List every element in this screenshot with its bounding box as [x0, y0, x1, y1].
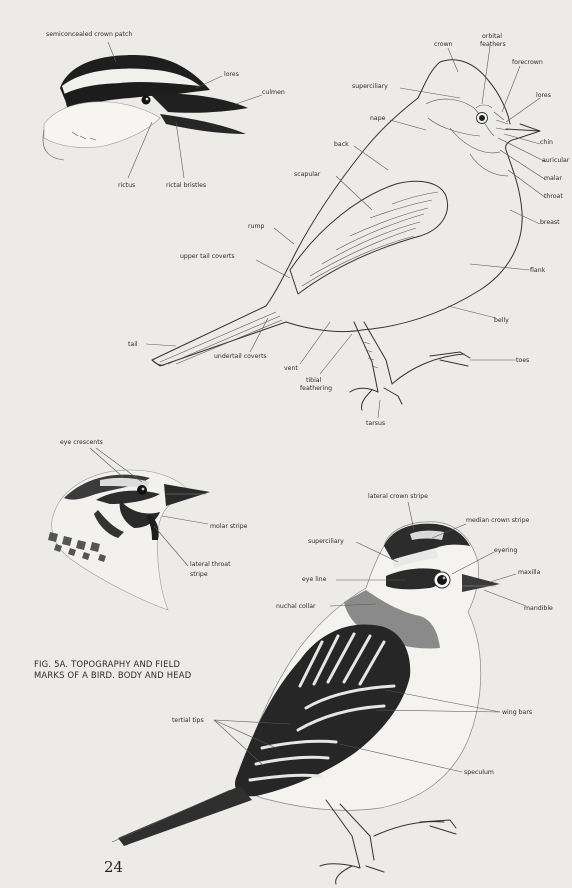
- head-closeup-illustration: [43, 55, 248, 160]
- label-nape: nape: [370, 115, 386, 122]
- label-flank: flank: [530, 267, 546, 274]
- label-eyering: eyering: [494, 547, 517, 554]
- label-speculum: speculum: [464, 769, 494, 776]
- small-head-illustration: [48, 470, 210, 610]
- label-superciliary-bottom: superciliary: [308, 538, 344, 545]
- label-lateral-throat-stripe-2: stripe: [190, 571, 208, 578]
- label-upper-tail-coverts: upper tail coverts: [180, 253, 235, 260]
- label-belly: belly: [494, 317, 509, 324]
- label-undertail-coverts: undertail coverts: [214, 353, 267, 360]
- label-tertial-tips: tertial tips: [172, 717, 204, 724]
- page-number: 24: [104, 858, 123, 876]
- label-maxilla: maxilla: [518, 569, 541, 576]
- label-breast: breast: [540, 219, 560, 226]
- body-topography-labels: crown orbital feathers forecrown lores c…: [128, 33, 570, 427]
- label-orbital-feathers-2: feathers: [480, 41, 506, 48]
- sparrow-topography-illustration: [152, 60, 540, 410]
- label-back: back: [334, 141, 349, 148]
- label-lateral-throat-stripe-1: lateral throat: [190, 561, 231, 568]
- label-vent: vent: [284, 365, 298, 372]
- label-wing-bars: wing bars: [502, 709, 532, 716]
- label-throat: throat: [544, 193, 563, 200]
- label-culmen: culmen: [262, 89, 285, 96]
- label-molar-stripe: molar stripe: [210, 523, 248, 530]
- label-lateral-crown-stripe: lateral crown stripe: [368, 493, 428, 500]
- label-crown: crown: [434, 41, 453, 48]
- label-mandible: mandible: [524, 605, 553, 612]
- label-rump: rump: [248, 223, 264, 230]
- label-rictus: rictus: [118, 182, 135, 189]
- label-tarsus: tarsus: [366, 420, 385, 427]
- label-eye-crescents: eye crescents: [60, 439, 103, 446]
- label-tibial-feathering-2: feathering: [300, 385, 332, 392]
- label-lores: lores: [536, 92, 551, 99]
- label-rictal-bristles: rictal bristles: [166, 182, 206, 189]
- label-toes: toes: [516, 357, 529, 364]
- label-forecrown: forecrown: [512, 59, 543, 66]
- figure-caption-line-2: MARKS OF A BIRD. BODY AND HEAD: [34, 670, 191, 680]
- label-eye-line: eye line: [302, 576, 327, 583]
- label-median-crown-stripe: median crown stripe: [466, 517, 530, 524]
- label-superciliary-top: superciliary: [352, 83, 388, 90]
- label-chin: chin: [540, 139, 553, 146]
- label-tail: tail: [128, 341, 138, 348]
- label-auricular: auricular: [542, 157, 570, 164]
- label-tibial-feathering-1: tibial: [306, 377, 322, 384]
- figure-caption-line-1: FIG. 5A. TOPOGRAPHY AND FIELD: [34, 659, 180, 669]
- label-scapular: scapular: [294, 171, 321, 178]
- label-malar: malar: [544, 175, 562, 182]
- label-lores-closeup: lores: [224, 71, 239, 78]
- label-nuchal-collar: nuchal collar: [276, 603, 316, 610]
- label-semiconcealed-crown-patch: semiconcealed crown patch: [46, 31, 132, 38]
- label-orbital-feathers-1: orbital: [482, 33, 502, 40]
